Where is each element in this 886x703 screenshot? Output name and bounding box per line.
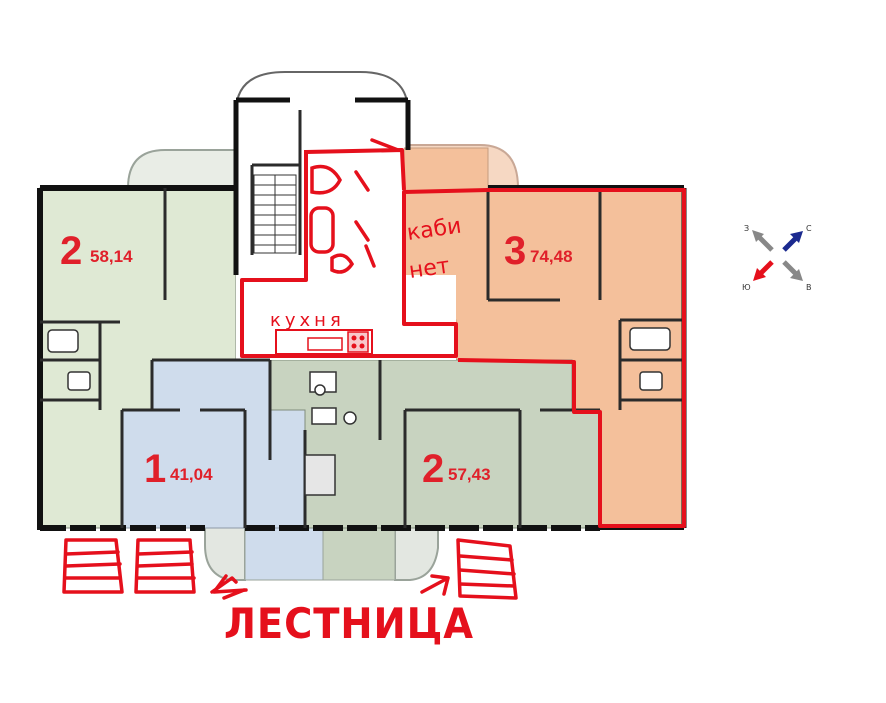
compass-east: В — [806, 283, 812, 292]
compass-north: С — [806, 224, 812, 233]
compass-west: З — [744, 224, 749, 233]
kitchen-label: кухня — [270, 310, 345, 331]
compass-south: Ю — [742, 283, 751, 292]
stair-sketches — [62, 538, 518, 600]
apartment-rooms-label: 1 — [144, 447, 166, 491]
apartment-rooms-label: 2 — [60, 229, 82, 273]
apartment-rooms-label: 3 — [504, 229, 526, 273]
kitchen-counter — [275, 329, 373, 355]
apartment-rooms-label: 2 — [422, 447, 444, 491]
fixtures — [47, 327, 671, 496]
sketched-bathroom — [309, 138, 400, 274]
stairwell — [253, 174, 297, 254]
office-label-line2: нет — [407, 253, 451, 283]
apartment-area-label: 74,48 — [530, 247, 573, 266]
apartment-area-label: 57,43 — [448, 465, 491, 484]
redesign-outline — [240, 148, 686, 528]
compass-icon: З С Ю В — [742, 224, 812, 292]
apartment-area-label: 41,04 — [170, 465, 213, 484]
apartment-area-label: 58,14 — [90, 247, 133, 266]
stairs-label: ЛЕСТНИЦА — [224, 599, 474, 648]
